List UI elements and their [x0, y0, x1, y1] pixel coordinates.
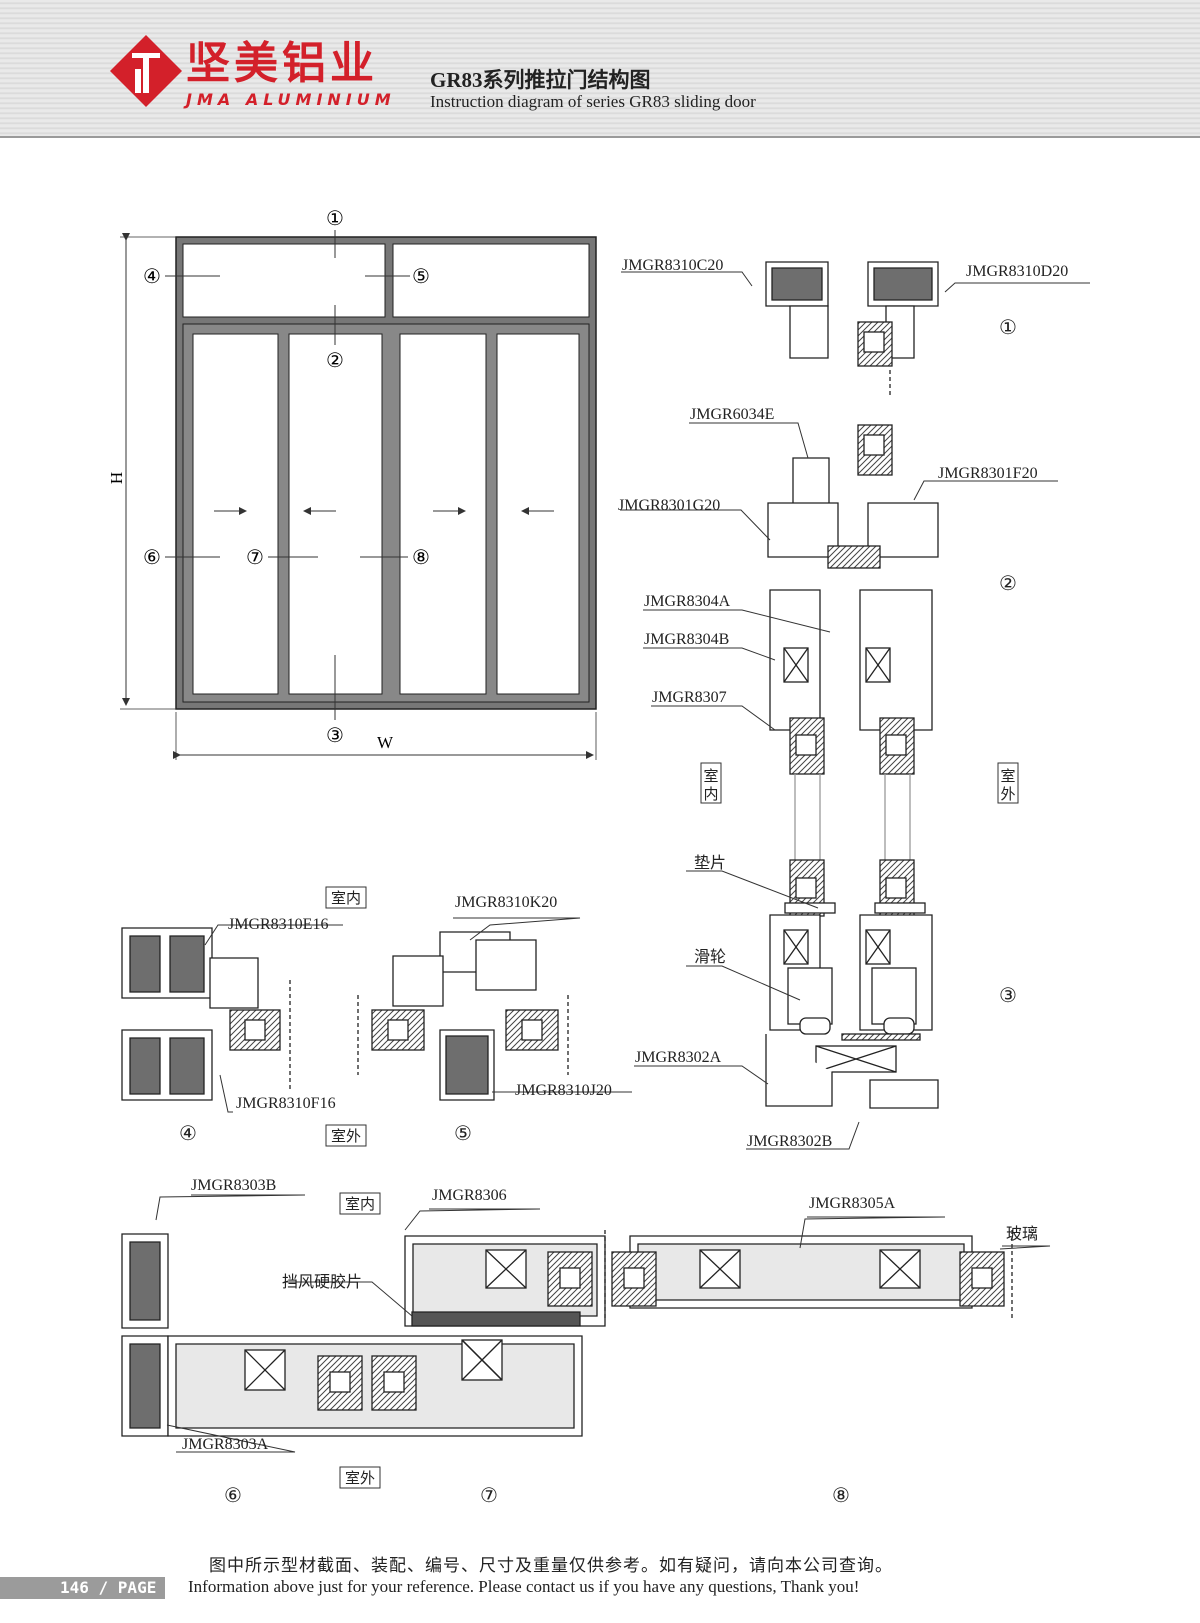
- tag-indoor-4: 室内: [331, 889, 361, 907]
- leader-lines: [155, 271, 1090, 1453]
- marker-8: ⑧: [412, 547, 430, 569]
- marker-2: ②: [326, 350, 344, 372]
- label-jmgr8301g20: JMGR8301G20: [618, 497, 720, 514]
- section-marker-4: ④: [179, 1123, 197, 1145]
- label-glass: 玻璃: [1006, 1224, 1038, 1243]
- label-jmgr8301f20: JMGR8301F20: [938, 465, 1038, 482]
- label-jmgr8303b: JMGR8303B: [191, 1177, 276, 1194]
- page-number-badge: [0, 1577, 165, 1599]
- section-marker-1: ①: [999, 317, 1017, 339]
- label-jmgr8310d20: JMGR8310D20: [966, 263, 1068, 280]
- label-jmgr8310j20: JMGR8310J20: [515, 1082, 612, 1099]
- section-marker-8: ⑧: [832, 1485, 850, 1507]
- label-jmgr8304a: JMGR8304A: [644, 593, 731, 610]
- tag-outdoor-6: 室外: [345, 1469, 375, 1487]
- marker-6: ⑥: [143, 547, 161, 569]
- label-jmgr8302b: JMGR8302B: [747, 1133, 832, 1150]
- label-jmgr8310e16: JMGR8310E16: [228, 916, 328, 933]
- page-title-en: Instruction diagram of series GR83 slidi…: [430, 92, 756, 111]
- section-marker-2: ②: [999, 573, 1017, 595]
- label-jmgr8302a: JMGR8302A: [635, 1049, 722, 1066]
- section-marker-3: ③: [999, 985, 1017, 1007]
- label-jmgr6034e: JMGR6034E: [690, 406, 774, 423]
- section-marker-7: ⑦: [480, 1485, 498, 1507]
- section-marker-6: ⑥: [224, 1485, 242, 1507]
- label-jmgr8310c20: JMGR8310C20: [622, 257, 723, 274]
- header-divider: [0, 136, 1200, 138]
- brand-name-en: JMA ALUMINIUM: [186, 90, 396, 109]
- height-label: H: [107, 472, 126, 484]
- marker-5: ⑤: [412, 266, 430, 288]
- label-roller: 滑轮: [694, 947, 726, 966]
- label-jmgr8306: JMGR8306: [432, 1187, 507, 1204]
- header-band: [0, 0, 1200, 138]
- footer-note-cn: 图中所示型材截面、装配、编号、尺寸及重量仅供参考。如有疑问，请向本公司查询。: [209, 1556, 893, 1576]
- label-weather-strip: 挡风硬胶片: [282, 1272, 362, 1291]
- tag-outdoor-4: 室外: [331, 1127, 361, 1145]
- label-jmgr8303a: JMGR8303A: [182, 1436, 269, 1453]
- page-title-cn: GR83系列推拉门结构图: [430, 68, 651, 92]
- label-jmgr8310k20: JMGR8310K20: [455, 894, 557, 911]
- horizontal-section: [121, 1230, 1013, 1437]
- jma-logo-icon: [110, 35, 182, 107]
- marker-3: ③: [326, 725, 344, 747]
- label-jmgr8305a: JMGR8305A: [809, 1195, 896, 1212]
- marker-7: ⑦: [246, 547, 264, 569]
- marker-1: ①: [326, 208, 344, 230]
- tag-indoor-v-top: 室: [703, 767, 718, 785]
- label-jmgr8307: JMGR8307: [652, 689, 727, 706]
- section-4-5: [121, 927, 569, 1101]
- label-shim: 垫片: [694, 853, 726, 872]
- tag-indoor-6: 室内: [345, 1195, 375, 1213]
- footer-note-en: Information above just for your referenc…: [188, 1577, 860, 1596]
- label-jmgr8304b: JMGR8304B: [644, 631, 729, 648]
- brand-name-cn: 坚美铝业: [186, 38, 378, 89]
- tag-outdoor-v-bottom: 外: [1000, 785, 1015, 803]
- tag-indoor-v-bottom: 内: [703, 785, 718, 803]
- tag-outdoor-v-top: 室: [1000, 767, 1015, 785]
- label-jmgr8310f16: JMGR8310F16: [236, 1095, 336, 1112]
- width-label: W: [377, 733, 394, 752]
- page-number: 146 / PAGE: [60, 1578, 157, 1597]
- door-elevation: [120, 230, 597, 760]
- marker-4: ④: [143, 266, 161, 288]
- vertical-section: [765, 261, 939, 1109]
- section-marker-5: ⑤: [454, 1123, 472, 1145]
